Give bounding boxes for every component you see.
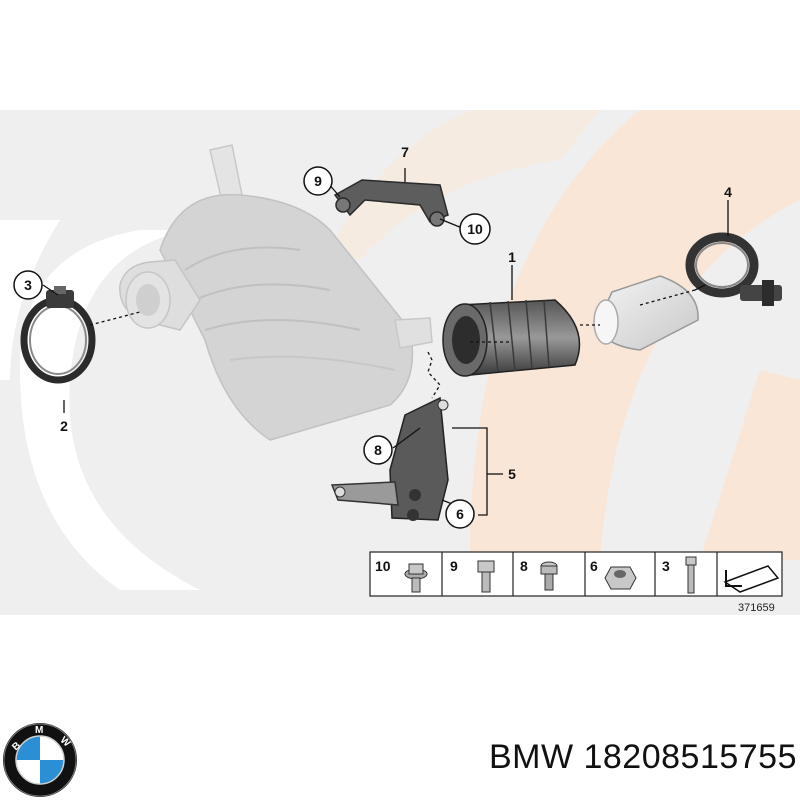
svg-text:3: 3 — [662, 558, 670, 574]
callout-7: 7 — [401, 144, 409, 160]
part-caption: BMW 18208515755 — [412, 738, 797, 777]
svg-text:9: 9 — [314, 173, 322, 189]
svg-text:6: 6 — [456, 506, 464, 522]
legend-item-9: 9 — [450, 558, 495, 593]
catalytic-converter — [119, 144, 433, 441]
svg-text:2: 2 — [60, 418, 68, 434]
bmw-logo: B M W — [3, 723, 77, 797]
svg-text:10: 10 — [375, 558, 391, 574]
svg-text:9: 9 — [450, 558, 458, 574]
callout-9: 9 — [303, 166, 333, 196]
band-clamp — [685, 232, 782, 306]
callout-1: 1 — [508, 249, 516, 265]
fastener-legend: 10 9 8 6 — [369, 551, 783, 597]
svg-text:M: M — [35, 725, 43, 736]
legend-item-3: 3 — [662, 556, 697, 594]
flex-pipe — [442, 299, 581, 377]
direction-arrow-icon — [723, 565, 780, 593]
svg-text:8: 8 — [520, 558, 528, 574]
bolt-icon — [685, 556, 697, 594]
svg-text:1: 1 — [508, 249, 516, 265]
screw-icon — [540, 561, 558, 591]
callout-5: 5 — [508, 466, 516, 482]
svg-text:6: 6 — [590, 558, 598, 574]
callout-8: 8 — [363, 435, 393, 465]
hex-nut-icon — [604, 566, 637, 590]
svg-text:4: 4 — [724, 184, 732, 200]
callout-3: 3 — [13, 270, 43, 300]
reference-number: 371659 — [738, 602, 775, 614]
legend-item-6: 6 — [590, 558, 637, 590]
brand-name: BMW — [488, 738, 574, 776]
svg-text:8: 8 — [374, 442, 382, 458]
legend-item-10: 10 — [375, 558, 428, 593]
clamp-ring — [20, 286, 96, 384]
callout-10: 10 — [459, 213, 491, 245]
svg-text:3: 3 — [24, 277, 32, 293]
flange-bolt-icon — [404, 563, 428, 593]
svg-text:5: 5 — [508, 466, 516, 482]
svg-text:7: 7 — [401, 144, 409, 160]
callout-6: 6 — [445, 499, 475, 529]
pipe-sleeve — [593, 275, 699, 351]
callout-2: 2 — [60, 418, 68, 434]
part-number: 18208515755 — [583, 738, 797, 776]
svg-text:10: 10 — [467, 221, 483, 237]
bracket-upper — [333, 179, 449, 227]
hex-bolt-icon — [477, 560, 495, 593]
bracket-lower — [330, 396, 449, 521]
callout-4: 4 — [724, 184, 732, 200]
legend-item-8: 8 — [520, 558, 558, 591]
